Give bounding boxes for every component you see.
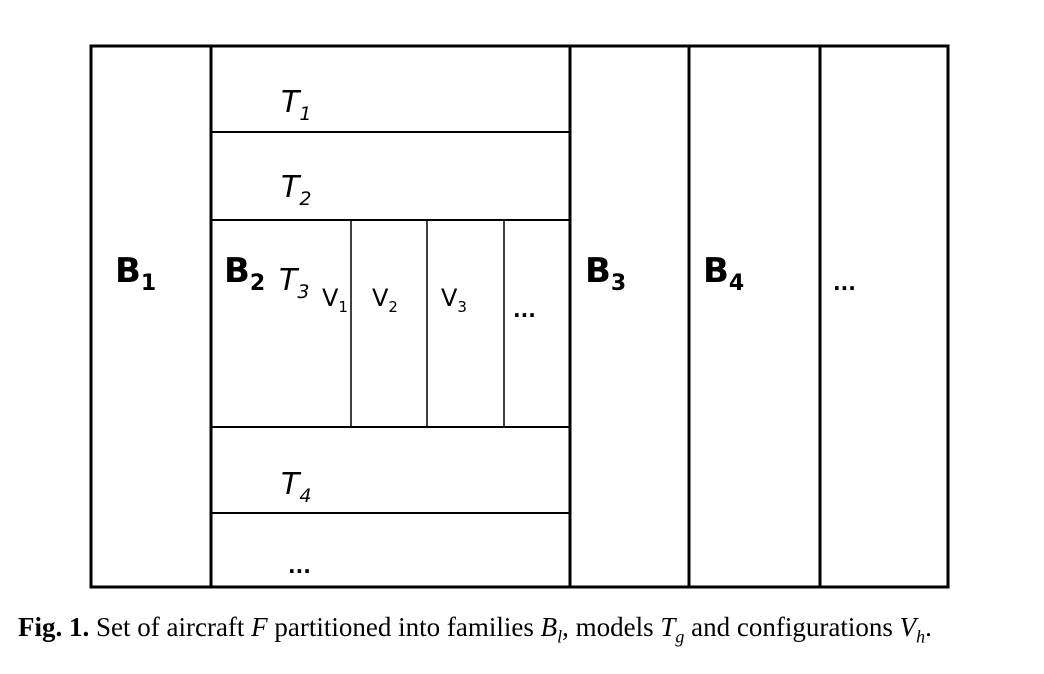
- family-label-b2: B2: [224, 251, 265, 296]
- family-label-b1: B1: [115, 251, 156, 296]
- model-label-t4: T4: [281, 467, 311, 507]
- figure-caption: Fig. 1. Set of aircraft F partitioned in…: [18, 612, 932, 647]
- model-label-t1: T1: [281, 85, 311, 125]
- aircraft-partition-diagram: B1 B2 B3 B4 ... T1 T2 T3 T4 ... V1 V2 V3…: [89, 44, 950, 589]
- configuration-label-v1: V1: [322, 284, 348, 316]
- family-label-b3: B3: [585, 251, 626, 296]
- configuration-ellipsis: ...: [513, 298, 536, 322]
- configuration-label-v2: V2: [372, 284, 398, 316]
- model-label-t2: T2: [281, 170, 311, 210]
- model-ellipsis: ...: [288, 554, 311, 578]
- figure-label: Fig. 1.: [18, 612, 90, 642]
- family-label-b4: B4: [703, 251, 744, 296]
- family-ellipsis: ...: [833, 271, 856, 295]
- outer-frame: [89, 44, 950, 589]
- model-label-t3: T3: [279, 263, 309, 303]
- configuration-label-v3: V3: [441, 284, 467, 316]
